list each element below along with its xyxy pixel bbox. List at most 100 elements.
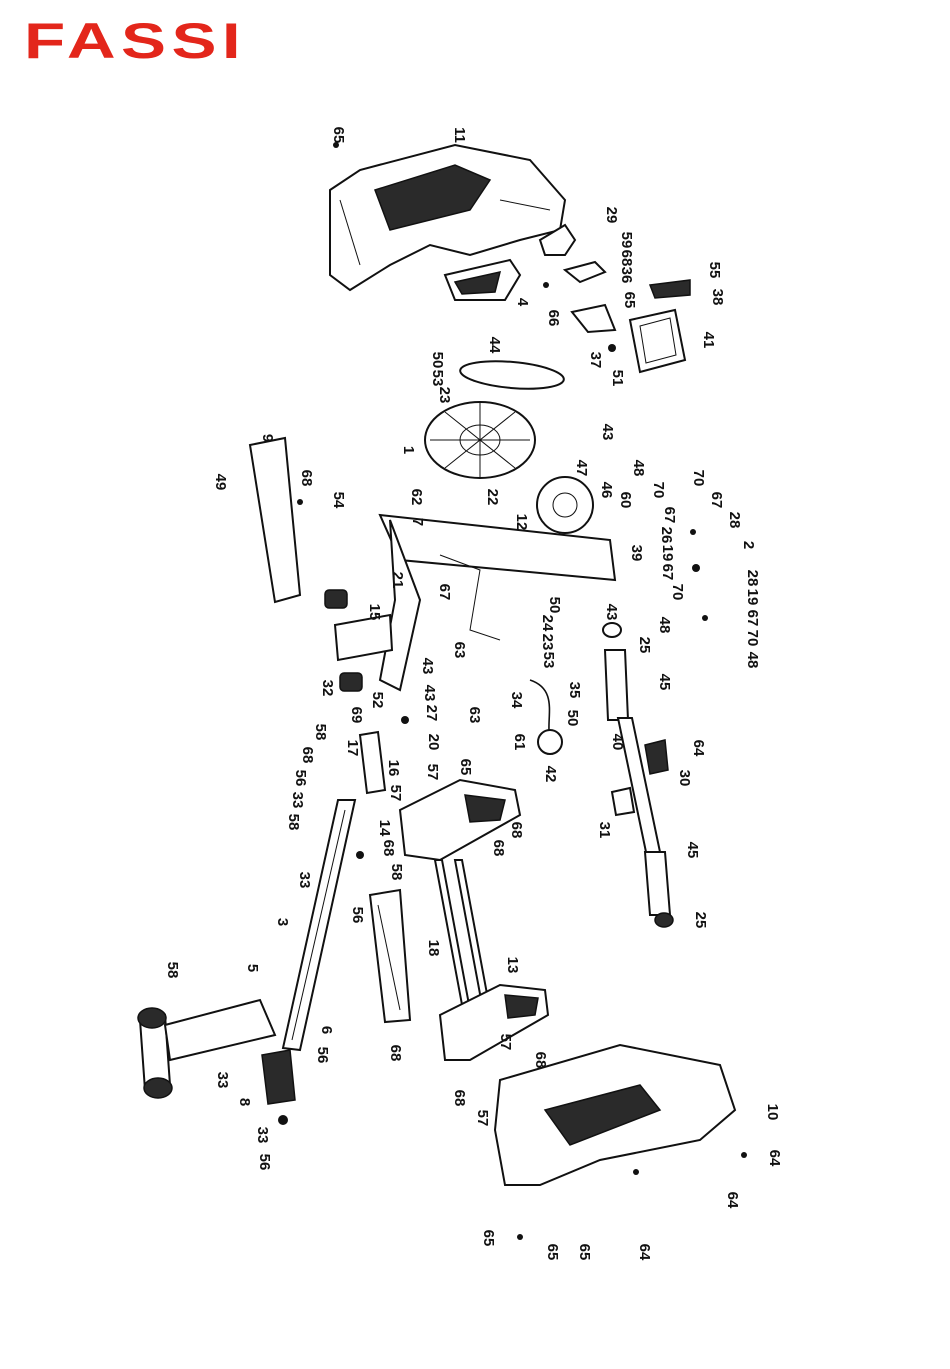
- callout-label: 50: [546, 597, 563, 614]
- callout-label: 8: [236, 1098, 253, 1106]
- part-44-belt: [459, 360, 565, 390]
- part-9-post: [248, 436, 302, 604]
- callout-label: 43: [603, 604, 620, 621]
- callout-label: 18: [425, 940, 442, 957]
- callout-label: 19: [744, 589, 761, 606]
- callout-label: 48: [656, 617, 673, 634]
- part-8-stabilizer: [137, 998, 277, 1099]
- callout-label: 7: [409, 518, 426, 526]
- callout-label: 21: [389, 572, 406, 589]
- callout-label: 11: [451, 127, 468, 143]
- callout-label: 1: [400, 446, 417, 454]
- callout-label: 47: [573, 460, 590, 477]
- callout-label: 68: [387, 1045, 404, 1062]
- callout-label: 52: [369, 692, 386, 709]
- callout-label: 65: [621, 292, 638, 309]
- part-29-knob: [538, 223, 577, 256]
- callout-label: 23: [539, 634, 556, 651]
- callout-label: 57: [474, 1110, 491, 1127]
- callout-label: 53: [429, 370, 446, 387]
- part-32-cap: [339, 672, 363, 692]
- callout-label: 4: [514, 298, 531, 307]
- callout-label: 59: [618, 232, 635, 249]
- callout-label: 17: [344, 740, 361, 757]
- callout-label: 43: [419, 658, 436, 675]
- callout-label: 56: [349, 907, 366, 924]
- callout-label: 61: [511, 734, 528, 751]
- callout-label: 50: [429, 352, 446, 369]
- callout-label: 23: [436, 387, 453, 404]
- part-11-top-cover: [329, 143, 567, 292]
- callout-label: 56: [314, 1047, 331, 1064]
- callout-label: 30: [676, 770, 693, 787]
- callout-label: 31: [596, 822, 613, 839]
- callout-label: 53: [540, 652, 557, 669]
- callout-label: 50: [564, 710, 581, 727]
- callout-label: 33: [254, 1127, 271, 1144]
- part-36-bracket: [562, 260, 607, 284]
- callout-label: 63: [466, 707, 483, 724]
- callout-label: 3: [274, 918, 291, 926]
- callout-label: 64: [636, 1244, 653, 1261]
- callout-label: 70: [744, 630, 761, 647]
- callout-label: 34: [508, 692, 525, 709]
- callout-label: 67: [436, 584, 453, 601]
- callout-label: 10: [764, 1104, 781, 1121]
- part-6-seat: [368, 888, 412, 1024]
- part-25-cap-upper: [602, 622, 622, 638]
- callout-label: 67: [744, 610, 761, 627]
- callout-label: 65: [576, 1244, 593, 1261]
- part-41-console: [628, 308, 687, 374]
- callout-label: 14: [376, 820, 393, 837]
- callout-label: 60: [617, 492, 634, 509]
- callout-label: 62: [408, 489, 425, 506]
- callout-label: 22: [484, 489, 501, 506]
- part-10-bottom-cover: [493, 1043, 737, 1186]
- callout-label: 43: [421, 685, 438, 702]
- callout-label: 65: [457, 759, 474, 776]
- callout-label: 25: [692, 912, 709, 929]
- part-38-sensor: [648, 279, 691, 299]
- callout-label: 64: [724, 1192, 741, 1209]
- callout-label: 56: [292, 770, 309, 787]
- callout-label: 12: [513, 514, 530, 531]
- callout-label: 70: [669, 584, 686, 601]
- part-45-tube-lower: [643, 851, 672, 916]
- part-14-pedal: [398, 778, 522, 862]
- part-42-knob: [537, 729, 563, 755]
- callout-label: 6: [318, 1026, 335, 1034]
- callout-label: 28: [726, 512, 743, 529]
- callout-label: 69: [348, 707, 365, 724]
- callout-label: 57: [387, 785, 404, 802]
- callout-label: 58: [164, 962, 181, 979]
- callout-label: 65: [480, 1230, 497, 1247]
- callout-label: 43: [599, 424, 616, 441]
- callout-label: 67: [661, 507, 678, 524]
- callout-label: 37: [587, 352, 604, 369]
- part-1-flywheel: [424, 401, 536, 479]
- callout-label: 49: [212, 474, 229, 491]
- callout-label: 57: [424, 764, 441, 781]
- callout-label: 70: [690, 470, 707, 487]
- callout-label: 20: [425, 734, 442, 751]
- callout-label: 65: [330, 127, 347, 144]
- callout-label: 68: [490, 840, 507, 857]
- callout-label: 65: [544, 1244, 561, 1261]
- part-15-cap: [324, 589, 348, 609]
- callout-label: 40: [609, 734, 626, 751]
- callout-label: 45: [684, 842, 701, 859]
- callout-label: 55: [706, 262, 723, 279]
- callout-label: 15: [366, 604, 383, 621]
- callout-label: 33: [289, 792, 306, 809]
- part-16-bracket: [358, 730, 387, 795]
- callout-label: 57: [497, 1034, 514, 1051]
- callout-label: 51: [609, 370, 626, 387]
- part-30-clip: [644, 739, 669, 775]
- callout-label: 26: [658, 527, 675, 544]
- svg-text:FASSI: FASSI: [24, 18, 246, 62]
- part-13-pedal: [438, 983, 550, 1061]
- callout-label: 2: [740, 541, 757, 549]
- callout-label: 68: [508, 822, 525, 839]
- callout-label: 38: [709, 289, 726, 306]
